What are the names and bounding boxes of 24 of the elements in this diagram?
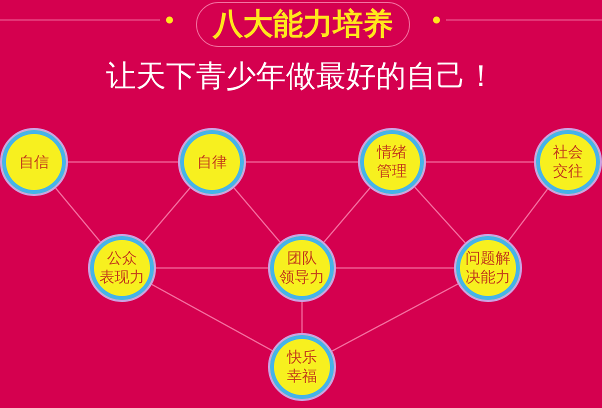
ability-circle: 公众表现力 [88, 234, 156, 302]
ability-circle: 情绪管理 [358, 128, 426, 196]
connector-line [246, 161, 358, 163]
connector-line [234, 188, 280, 242]
connector-line [156, 267, 268, 269]
ability-circle: 自律 [178, 128, 246, 196]
title-banner: 八大能力培养 [196, 2, 410, 47]
ability-circle: 问题解决能力 [454, 234, 522, 302]
ability-circle: 快乐幸福 [268, 333, 336, 401]
ability-circle: 团队领导力 [268, 234, 336, 302]
connector-line [426, 161, 534, 163]
connector-line [414, 186, 466, 244]
connector-line [508, 188, 548, 242]
connector-line [144, 188, 190, 242]
connector-line [301, 302, 303, 333]
connector-line [324, 188, 370, 242]
connector-line [55, 188, 101, 242]
ability-circle: 自信 [0, 128, 68, 196]
ability-circle: 社会交往 [534, 128, 602, 196]
connector-line [336, 267, 454, 269]
connector-line [332, 283, 458, 352]
subtitle: 让天下青少年做最好的自己！ [106, 60, 496, 94]
connector-line [68, 161, 178, 163]
connector-line [151, 284, 273, 352]
